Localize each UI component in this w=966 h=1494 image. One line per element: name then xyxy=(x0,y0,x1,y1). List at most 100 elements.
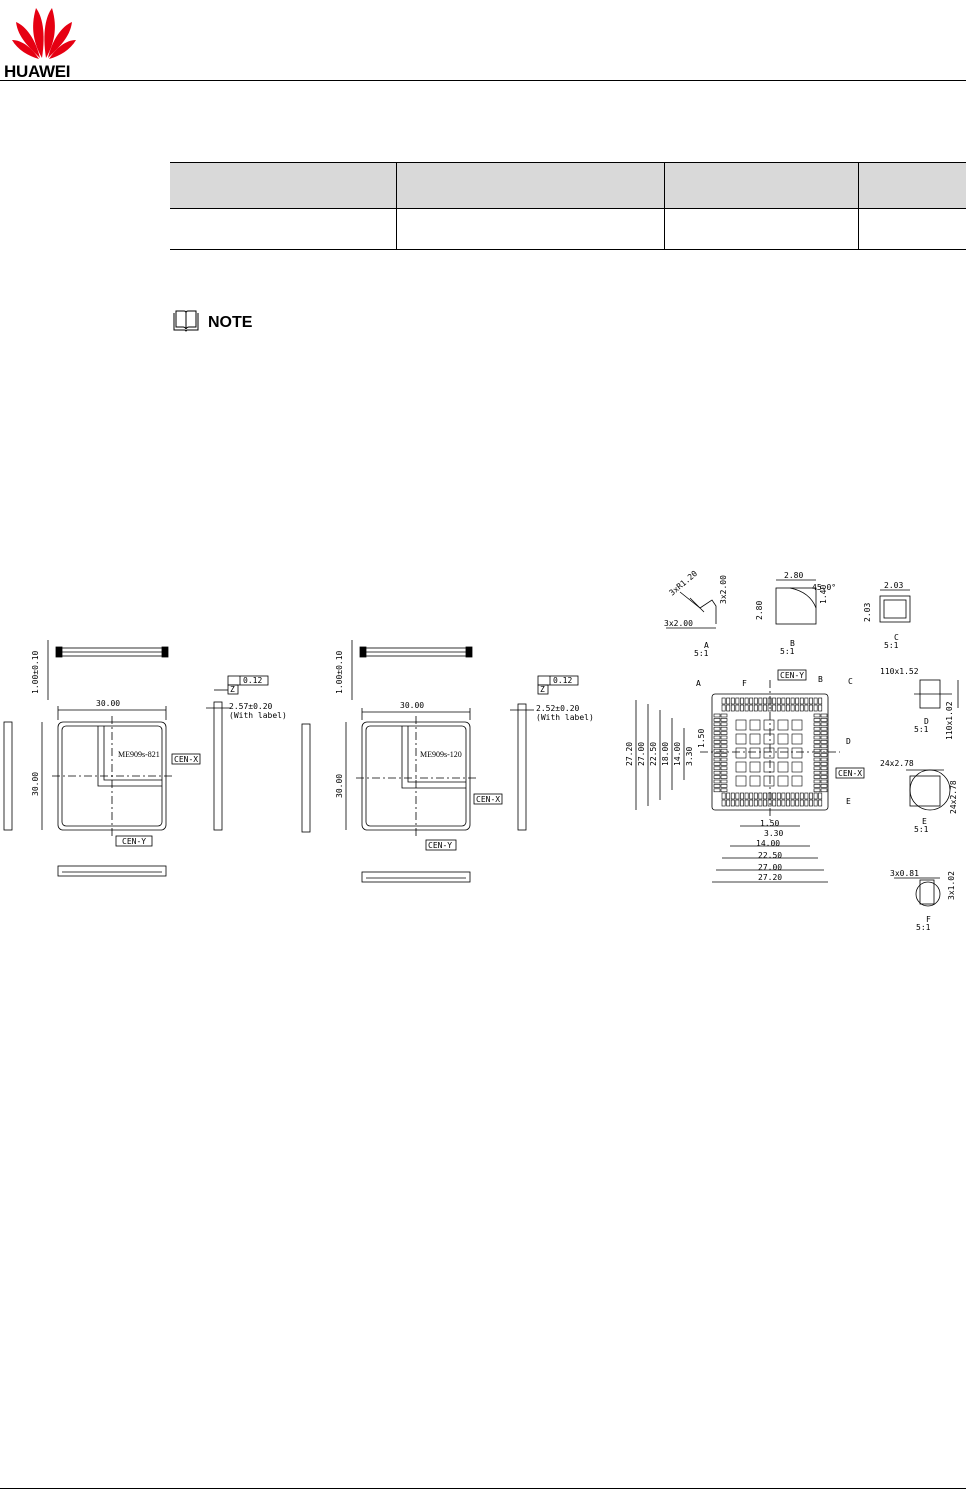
pad xyxy=(791,761,803,773)
dim-label: 27.20 xyxy=(625,742,634,766)
dim-label: 3x2.00 xyxy=(664,619,693,628)
pad xyxy=(744,697,749,705)
pad xyxy=(813,722,821,727)
pad xyxy=(720,726,728,731)
pad xyxy=(767,792,772,800)
pad xyxy=(809,704,813,712)
flatness-value: 0.12 xyxy=(243,676,262,685)
pad xyxy=(772,697,777,705)
pad xyxy=(799,792,804,800)
pad xyxy=(726,792,731,800)
detail-scale: 5:1 xyxy=(694,649,709,658)
pad xyxy=(763,792,767,800)
dim-label: 2.03 xyxy=(884,581,903,590)
detail-name: B xyxy=(790,639,795,648)
pad xyxy=(720,775,728,779)
pad xyxy=(720,722,728,727)
pad xyxy=(720,748,728,753)
detail-d xyxy=(914,679,959,709)
table-cell xyxy=(663,208,858,250)
pad xyxy=(730,697,735,705)
module-a-view xyxy=(3,640,269,877)
pad xyxy=(818,799,823,807)
pad xyxy=(809,697,813,705)
pad xyxy=(791,719,803,731)
header-divider xyxy=(0,80,966,81)
pad xyxy=(730,799,735,807)
pad xyxy=(813,697,818,705)
table-header-row xyxy=(170,162,966,209)
mechanical-drawing: 1.00±0.10 30.00 30.00 ME909s-821 0.12 Z … xyxy=(3,569,959,932)
pad xyxy=(763,733,775,745)
pad xyxy=(726,704,731,712)
dim-label: 1.50 xyxy=(760,819,779,828)
pad xyxy=(735,733,747,745)
pad xyxy=(720,784,728,788)
pad xyxy=(749,761,761,773)
dim-label: 1.50 xyxy=(697,729,706,748)
pad xyxy=(720,713,728,718)
pad xyxy=(713,726,721,731)
pad xyxy=(713,775,721,779)
pad xyxy=(720,735,728,740)
dim-label: 3x2.00 xyxy=(719,575,728,604)
pad xyxy=(795,792,800,800)
pad xyxy=(804,697,809,705)
pad xyxy=(713,744,721,749)
pad xyxy=(744,792,749,800)
callout-b: B xyxy=(818,675,823,684)
pad xyxy=(744,704,749,712)
cen-y-label: CEN-Y xyxy=(122,837,146,846)
pad xyxy=(740,697,744,705)
pad xyxy=(795,799,800,807)
pad xyxy=(720,744,728,749)
huawei-logo: HUAWEI xyxy=(4,2,84,81)
pad xyxy=(818,792,823,800)
pad xyxy=(820,718,828,722)
dim-label: 30.00 xyxy=(31,772,40,796)
pad xyxy=(763,704,767,712)
dim-label: 27.00 xyxy=(637,742,646,766)
pad xyxy=(720,731,728,735)
pad xyxy=(735,775,747,787)
module-label: ME909s-120 xyxy=(420,750,462,759)
pad xyxy=(809,799,813,807)
pad xyxy=(813,799,818,807)
table-cell xyxy=(170,208,396,250)
pad xyxy=(777,733,789,745)
pad xyxy=(758,799,763,807)
dim-label: 3.30 xyxy=(764,829,783,838)
pad xyxy=(758,704,763,712)
dim-label: 30.00 xyxy=(96,699,120,708)
pad xyxy=(763,719,775,731)
pad xyxy=(772,799,777,807)
pad xyxy=(799,799,804,807)
pad xyxy=(813,748,821,753)
thickness-label: 2.52±0.20 xyxy=(536,704,580,713)
pad xyxy=(820,784,828,788)
cen-y-label: CEN-Y xyxy=(780,671,804,680)
thickness-note: (With label) xyxy=(229,711,287,720)
pad xyxy=(820,757,828,762)
pad xyxy=(820,770,828,775)
dim-label: 30.00 xyxy=(335,774,344,798)
pad xyxy=(813,731,821,735)
pad xyxy=(735,704,740,712)
pad xyxy=(813,779,821,784)
pad xyxy=(813,766,821,771)
thickness-note: (With label) xyxy=(536,713,594,722)
table-row xyxy=(170,208,966,250)
dim-label: 22.50 xyxy=(649,742,658,766)
pad xyxy=(786,697,790,705)
dim-label: 3x0.81 xyxy=(890,869,919,878)
thickness-label: 2.57±0.20 xyxy=(229,702,273,711)
table-cell xyxy=(857,208,966,250)
pad xyxy=(720,740,728,744)
pad xyxy=(776,697,781,705)
pad xyxy=(813,762,821,766)
pad xyxy=(790,799,795,807)
pad xyxy=(772,704,777,712)
table-header-cell xyxy=(170,162,396,209)
pad xyxy=(813,726,821,731)
pad xyxy=(713,740,721,744)
